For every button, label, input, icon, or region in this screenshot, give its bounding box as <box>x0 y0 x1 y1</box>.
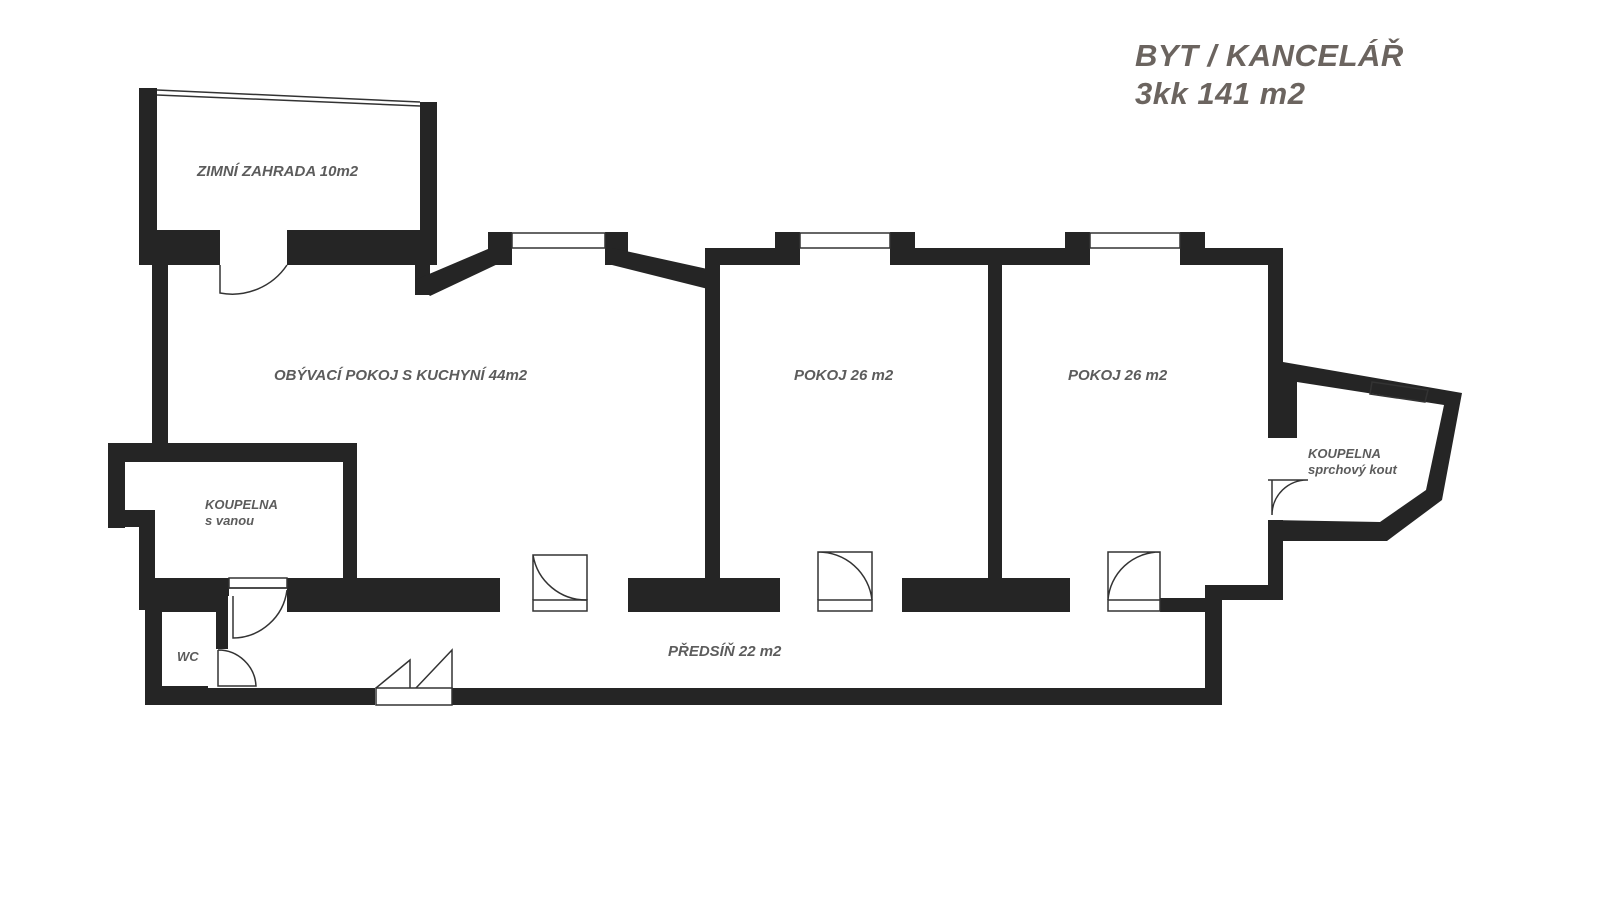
room-label-living-room: OBÝVACÍ POKOJ S KUCHYNÍ 44m2 <box>274 367 528 384</box>
room-label-bathroom-shower: KOUPELNA <box>1308 446 1381 461</box>
windows-and-doors <box>156 89 1429 706</box>
room-label-bathroom-shower-sub: sprchový kout <box>1308 462 1398 477</box>
room-label-winter-garden: ZIMNÍ ZAHRADA 10m2 <box>196 163 359 180</box>
plan-title: BYT / KANCELÁŘ <box>1135 38 1404 73</box>
room-label-room2: POKOJ 26 m2 <box>1068 367 1168 384</box>
room-label-bathroom-tub-sub: s vanou <box>205 513 254 528</box>
room-label-room1: POKOJ 26 m2 <box>794 367 894 384</box>
room-label-bathroom-tub: KOUPELNA <box>205 497 278 512</box>
room-label-wc: WC <box>177 649 199 664</box>
walls <box>108 88 1462 705</box>
plan-subtitle: 3kk 141 m2 <box>1135 76 1306 111</box>
room-label-hallway: PŘEDSÍŇ 22 m2 <box>668 642 782 660</box>
